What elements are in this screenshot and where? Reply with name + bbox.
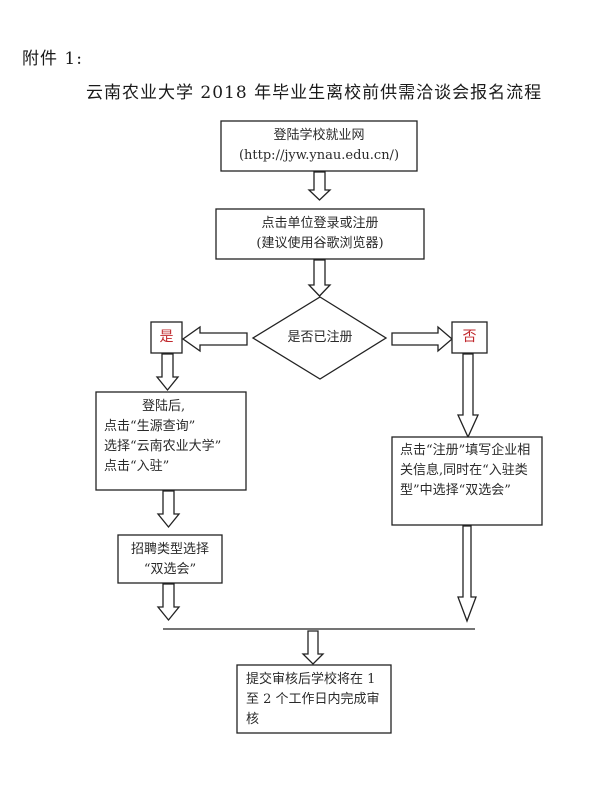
unit-login-label: 点击单位登录或注册 [261,216,379,231]
page-title: 云南农业大学 2018 年毕业生离校前供需洽谈会报名流程 [86,83,543,103]
final-text: 提交审核后学校将在 1 至 2 个工作日内完成审核 [246,672,380,727]
attachment-label: 附件 1: [22,49,83,69]
decision-diamond [251,296,388,380]
yes-type-line-1: 招聘类型选择 [130,542,209,557]
step-unit-login-box [215,208,425,260]
arrow-down-no-2 [457,525,477,623]
step-login-site-box [220,120,418,172]
arrow-down-no [456,353,480,439]
yes-type-line-2: “双选会” [143,562,197,577]
arrow-down-yes [155,353,180,392]
yes-type-box [117,534,223,584]
arrow-left-yes [181,325,248,353]
yes-box [150,321,183,354]
yes-type-text: 招聘类型选择 “双选会” [118,540,222,580]
yes-branch-line-1: 登陆后, [142,399,186,414]
yes-branch-line-2: 点击“生源查询” [104,419,196,434]
arrow-down-final [301,630,325,665]
yes-branch-line-4: 点击“入驻” [104,459,170,474]
no-box [451,321,488,354]
login-site-label: 登陆学校就业网 [273,128,365,143]
arrow-down-yes-3 [156,583,181,622]
step-login-site-text: 登陆学校就业网 (http://jyw.ynau.edu.cn/) [221,126,417,166]
no-branch-text: 点击“注册”填写企业相关信息,同时在“入驻类型”中选择“双选会” [400,443,531,498]
login-site-url: (http://jyw.ynau.edu.cn/) [238,148,400,163]
decision-question: 是否已注册 [287,330,353,345]
decision-no-label: 否 [462,329,477,345]
yes-branch-text: 登陆后, 点击“生源查询” 选择“云南农业大学” 点击“入驻” [104,397,244,477]
unit-login-hint: (建议使用谷歌浏览器) [256,236,384,251]
step-unit-login-text: 点击单位登录或注册 (建议使用谷歌浏览器) [216,214,424,254]
arrow-down-yes-2 [156,490,181,529]
no-branch-box [391,436,543,526]
arrow-right-no [391,325,453,353]
yes-branch-box [95,391,247,491]
arrow-down-2 [307,259,332,297]
yes-branch-line-3: 选择“云南农业大学” [104,439,222,454]
final-box [236,664,392,734]
arrow-down-1 [307,171,332,201]
decision-yes-label: 是 [159,329,174,345]
